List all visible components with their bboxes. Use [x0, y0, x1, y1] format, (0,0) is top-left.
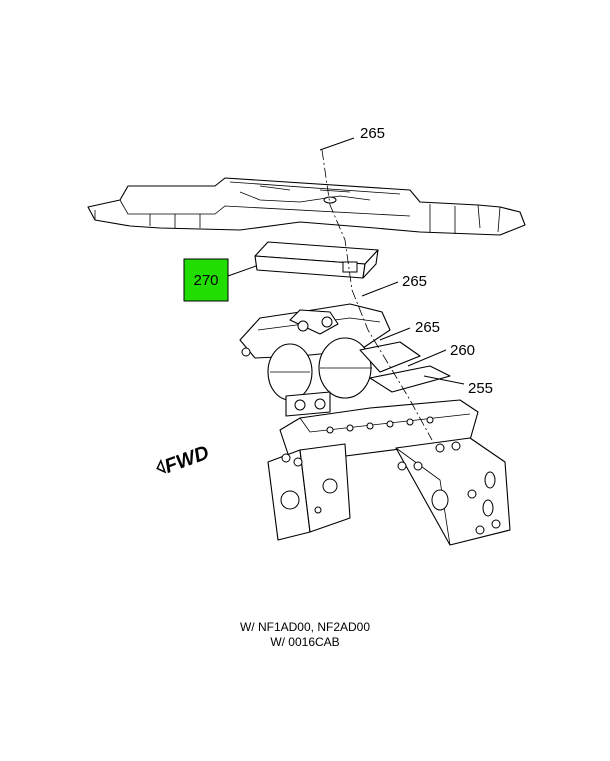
caption-line-2: W/ 0016CAB: [270, 635, 340, 649]
lower-frame-bracket: [267, 399, 511, 546]
callout-260: 260: [450, 342, 475, 359]
assembly-centerline: [321, 149, 433, 441]
callout-255: 255: [468, 380, 493, 397]
leader-265-low: [379, 327, 411, 341]
leader-265-top: [319, 137, 355, 151]
part-270-housing: [254, 241, 379, 279]
callout-265-mid: 265: [402, 273, 427, 290]
callout-265-top: 265: [360, 125, 385, 142]
leader-260: [407, 349, 447, 367]
callout-265-low: 265: [415, 319, 440, 336]
fwd-direction-marker: FWD: [156, 442, 212, 478]
arrow-left-icon: [156, 458, 167, 474]
leader-255: [423, 375, 465, 385]
leader-265-mid: [361, 281, 399, 297]
air-spring-assembly: [239, 303, 451, 417]
highlighted-part-270[interactable]: 270: [183, 258, 229, 302]
caption-line-1: W/ NF1AD00, NF2AD00: [239, 620, 371, 634]
leader-270: [227, 265, 257, 277]
fwd-label: FWD: [162, 442, 212, 478]
callout-270: 270: [193, 272, 218, 289]
crossmember: [87, 177, 526, 236]
